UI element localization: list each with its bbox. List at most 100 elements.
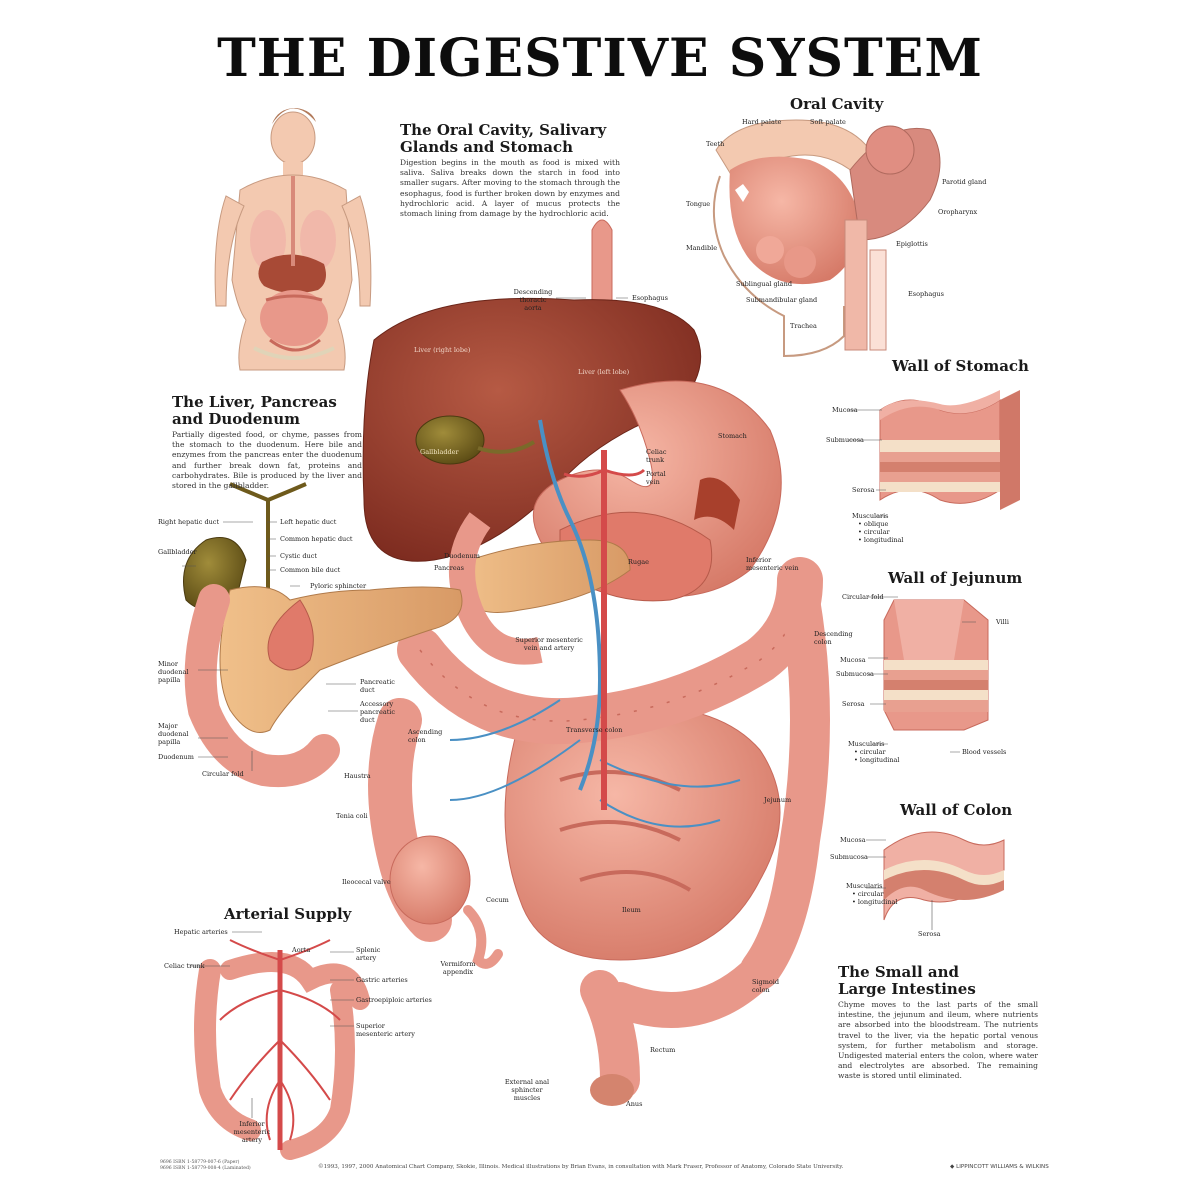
- publisher-mark-icon: ◆: [950, 1164, 955, 1170]
- label-celiac-trunk: Celiac trunk: [646, 448, 667, 464]
- oral-cavity-illustration: [712, 119, 941, 358]
- page-title: THE DIGESTIVE SYSTEM: [217, 28, 983, 89]
- label-portal-vein: Portal vein: [646, 470, 666, 486]
- label-jejunum: Jejunum: [764, 796, 792, 804]
- label-jejunum-circular-fold: Circular fold: [842, 593, 884, 601]
- label-common-hepatic-duct: Common hepatic duct: [280, 535, 353, 543]
- label-aorta: Aorta: [292, 946, 311, 954]
- label-jejunum-muscularis-group: Muscularis • circular • longitudinal: [848, 740, 900, 764]
- label-epiglottis: Epiglottis: [896, 240, 928, 248]
- label-splenic-artery: Splenic artery: [356, 946, 381, 962]
- label-rectum: Rectum: [650, 1046, 676, 1054]
- label-submandibular-gland: Submandibular gland: [746, 296, 818, 304]
- label-common-bile-duct: Common bile duct: [280, 566, 341, 574]
- label-descending-aorta: Descending thoracic aorta: [513, 288, 553, 312]
- section-heading-oral-cavity: Oral Cavity: [790, 95, 884, 113]
- label-liver-right-lobe: Liver (right lobe): [414, 346, 471, 354]
- label-pyloric-sphincter: Pyloric sphincter: [310, 582, 367, 590]
- label-left-hepatic-duct: Left hepatic duct: [280, 518, 337, 526]
- label-trachea: Trachea: [790, 322, 817, 330]
- label-pancreas: Pancreas: [434, 564, 464, 572]
- label-stomach-muscularis-group: Muscularis • oblique • circular • longit…: [852, 512, 904, 544]
- section-body-liver-pancreas: Partially digested food, or chyme, passe…: [172, 430, 362, 491]
- label-jejunum-mucosa: Mucosa: [840, 656, 866, 664]
- label-haustra: Haustra: [344, 772, 371, 780]
- label-stomach: Stomach: [718, 432, 747, 440]
- label-inferior-mesenteric-vein: Inferior mesenteric vein: [746, 556, 799, 572]
- label-gallbladder: Gallbladder: [420, 448, 459, 456]
- label-arterial-celiac-trunk: Celiac trunk: [164, 962, 205, 970]
- liver-pancreas-detail-illustration: [183, 482, 463, 788]
- copyright-footer: ©1993, 1997, 2000 Anatomical Chart Compa…: [318, 1164, 844, 1170]
- label-descending-colon: Descending colon: [814, 630, 853, 646]
- label-anus: Anus: [626, 1100, 643, 1108]
- section-heading-wall-stomach: Wall of Stomach: [892, 357, 1029, 375]
- label-oropharynx: Oropharynx: [938, 208, 978, 216]
- label-minor-papilla: Minor duodenal papilla: [158, 660, 189, 684]
- label-inferior-mesenteric-artery: Inferior mesenteric artery: [233, 1120, 271, 1144]
- label-colon-mucosa: Mucosa: [840, 836, 866, 844]
- label-colon-submucosa: Submucosa: [830, 853, 868, 861]
- label-stomach-serosa: Serosa: [852, 486, 875, 494]
- label-circular-fold: Circular fold: [202, 770, 244, 778]
- label-hard-palate: Hard palate: [742, 118, 782, 126]
- label-stomach-submucosa: Submucosa: [826, 436, 864, 444]
- label-detail-duodenum: Duodenum: [158, 753, 194, 761]
- label-blood-vessels: Blood vessels: [962, 748, 1007, 756]
- label-liver-left-lobe: Liver (left lobe): [578, 368, 630, 376]
- label-esophagus: Esophagus: [632, 294, 668, 302]
- label-teeth: Teeth: [706, 140, 725, 148]
- label-duodenum: Duodenum: [444, 552, 480, 560]
- label-major-papilla: Major duodenal papilla: [158, 722, 189, 746]
- label-gastric-arteries: Gastric arteries: [356, 976, 408, 984]
- label-soft-palate: Soft palate: [810, 118, 846, 126]
- label-detail-gallbladder: Gallbladder: [158, 548, 197, 556]
- label-accessory-duct: Accessory pancreatic duct: [360, 700, 396, 724]
- leader-lines: [182, 297, 976, 1118]
- label-stomach-mucosa: Mucosa: [832, 406, 858, 414]
- section-heading-liver-pancreas: The Liver, Pancreas and Duodenum: [172, 393, 337, 428]
- label-villi: Villi: [996, 618, 1009, 626]
- label-jejunum-serosa: Serosa: [842, 700, 865, 708]
- section-heading-wall-colon: Wall of Colon: [900, 801, 1013, 819]
- label-sublingual-gland: Sublingual gland: [736, 280, 792, 288]
- label-parotid-gland: Parotid gland: [942, 178, 987, 186]
- label-ileocecal-valve: Ileocecal valve: [342, 878, 391, 886]
- label-transverse-colon: Transverse colon: [566, 726, 623, 734]
- section-body-intestines: Chyme moves to the last parts of the sma…: [838, 1000, 1038, 1081]
- label-mandible: Mandible: [686, 244, 718, 252]
- label-right-hepatic-duct: Right hepatic duct: [158, 518, 220, 526]
- label-ileum: Ileum: [622, 906, 641, 914]
- main-digestive-illustration: [362, 219, 830, 1106]
- section-heading-wall-jejunum: Wall of Jejunum: [888, 569, 1023, 587]
- label-anal-sphincter: External anal sphincter muscles: [504, 1078, 550, 1102]
- label-colon-serosa: Serosa: [918, 930, 941, 938]
- jejunum-wall-block: [883, 599, 989, 731]
- label-gastroepiploic: Gastroepiploic arteries: [356, 996, 432, 1004]
- section-body-oral-salivary: Digestion begins in the mouth as food is…: [400, 158, 620, 219]
- section-heading-intestines: The Small and Large Intestines: [838, 963, 976, 998]
- label-ascending-colon: Ascending colon: [408, 728, 443, 744]
- section-heading-oral-salivary: The Oral Cavity, Salivary Glands and Sto…: [400, 121, 607, 156]
- colon-wall-block: [883, 831, 1005, 921]
- label-rugae: Rugae: [628, 558, 649, 566]
- section-heading-arterial-supply: Arterial Supply: [224, 905, 352, 923]
- label-hepatic-arteries: Hepatic arteries: [174, 928, 228, 936]
- label-superior-mesenteric-artery: Superior mesenteric artery: [356, 1022, 415, 1038]
- label-vermiform-appendix: Vermiform appendix: [440, 960, 476, 976]
- label-cystic-duct: Cystic duct: [280, 552, 317, 560]
- arterial-supply-illustration: [194, 939, 370, 1160]
- label-colon-muscularis-group: Muscularis • circular • longitudinal: [846, 882, 898, 906]
- publisher-logo: ◆ LIPPINCOTT WILLIAMS & WILKINS: [950, 1164, 1049, 1170]
- stomach-wall-block: [879, 390, 1020, 510]
- label-cecum: Cecum: [486, 896, 509, 904]
- catalog-numbers: 9696 ISBN 1-58779-007-6 (Paper) 9696 ISB…: [160, 1160, 251, 1171]
- label-tenia-coli: Tenia coli: [336, 812, 368, 820]
- label-jejunum-submucosa: Submucosa: [836, 670, 874, 678]
- label-tongue: Tongue: [686, 200, 711, 208]
- label-pancreatic-duct: Pancreatic duct: [360, 678, 395, 694]
- body-figure: [214, 108, 372, 371]
- label-sigmoid-colon: Sigmoid colon: [752, 978, 780, 994]
- label-superior-mesenteric: Superior mesenteric vein and artery: [515, 636, 583, 652]
